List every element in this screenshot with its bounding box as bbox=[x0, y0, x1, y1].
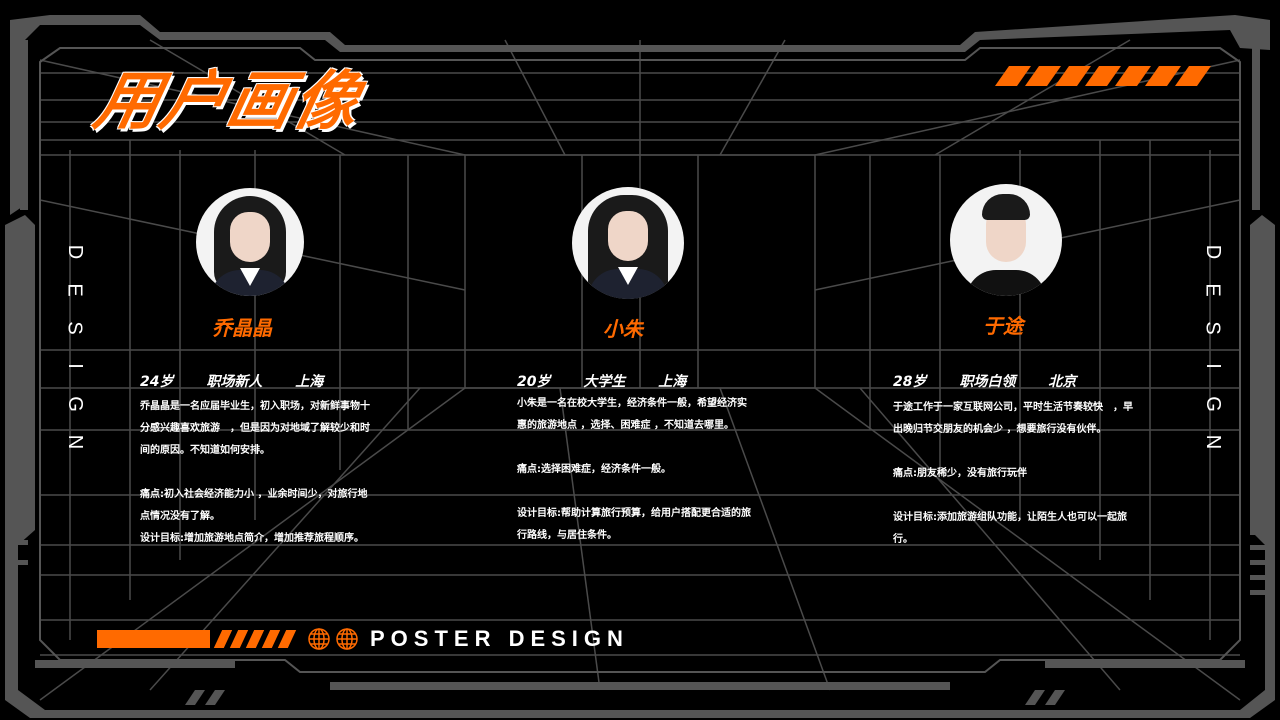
persona-description: 小朱是一名在校大学生，经济条件一般，希望经济实惠的旅游地点 ，选择、困难症 ，不… bbox=[517, 398, 747, 431]
avatar-male bbox=[950, 184, 1062, 296]
top-right-stripes bbox=[994, 66, 1212, 86]
persona-age: 28岁 bbox=[893, 374, 927, 390]
persona-meta: 24岁 职场新人 上海 bbox=[140, 371, 351, 391]
persona-description: 于途工作于一家互联网公司，平时生活节奏较快 ，早出晚归节交朋友的机会少 ，想要旅… bbox=[893, 402, 1133, 435]
persona-city: 上海 bbox=[295, 374, 324, 390]
persona-design-goal: 设计目标:增加旅游地点简介，增加推荐旅程顺序。 bbox=[140, 533, 364, 544]
persona-city: 北京 bbox=[1048, 374, 1077, 390]
footer-banner: POSTER DESIGN bbox=[97, 626, 629, 652]
persona-role: 职场白领 bbox=[959, 374, 1016, 390]
footer-orange-bar bbox=[97, 630, 210, 648]
footer-stripes bbox=[213, 630, 297, 648]
persona-age: 20岁 bbox=[517, 374, 551, 390]
persona-name: 小朱 bbox=[603, 317, 643, 341]
persona-details: 小朱是一名在校大学生，经济条件一般，希望经济实惠的旅游地点 ，选择、困难症 ，不… bbox=[517, 393, 752, 547]
persona-design-goal: 设计目标:帮助计算旅行预算，给用户搭配更合适的旅行路线，与居住条件。 bbox=[517, 508, 751, 541]
persona-pain-points: 痛点:选择困难症，经济条件一般。 bbox=[517, 464, 671, 475]
persona-pain-points: 痛点:初入社会经济能力小 ，业余时间少，对旅行地点情况没有了解。 bbox=[140, 489, 368, 522]
avatar-female-2 bbox=[572, 187, 684, 299]
persona-meta: 20岁 大学生 上海 bbox=[517, 371, 714, 391]
avatar-female-1 bbox=[196, 188, 304, 296]
persona-name: 于途 bbox=[983, 314, 1023, 338]
persona-role: 大学生 bbox=[583, 374, 626, 390]
persona-design-goal: 设计目标:添加旅游组队功能，让陌生人也可以一起旅行。 bbox=[893, 512, 1127, 545]
page-title: 用户画像 bbox=[88, 65, 368, 139]
footer-poster-design-text: POSTER DESIGN bbox=[370, 626, 629, 651]
persona-details: 于途工作于一家互联网公司，平时生活节奏较快 ，早出晚归节交朋友的机会少 ，想要旅… bbox=[893, 397, 1138, 551]
persona-city: 上海 bbox=[658, 374, 687, 390]
persona-description: 乔晶晶是一名应届毕业生，初入职场，对新鲜事物十分感兴趣喜欢旅游 ，但是因为对地域… bbox=[140, 401, 370, 456]
persona-details: 乔晶晶是一名应届毕业生，初入职场，对新鲜事物十分感兴趣喜欢旅游 ，但是因为对地域… bbox=[140, 396, 375, 550]
persona-pain-points: 痛点:朋友稀少，没有旅行玩伴 bbox=[893, 468, 1027, 479]
persona-age: 24岁 bbox=[140, 374, 174, 390]
globe-icon bbox=[308, 628, 330, 650]
persona-name: 乔晶晶 bbox=[212, 316, 272, 340]
globe-icon bbox=[336, 628, 358, 650]
persona-meta: 28岁 职场白领 北京 bbox=[893, 371, 1104, 391]
persona-role: 职场新人 bbox=[206, 374, 263, 390]
